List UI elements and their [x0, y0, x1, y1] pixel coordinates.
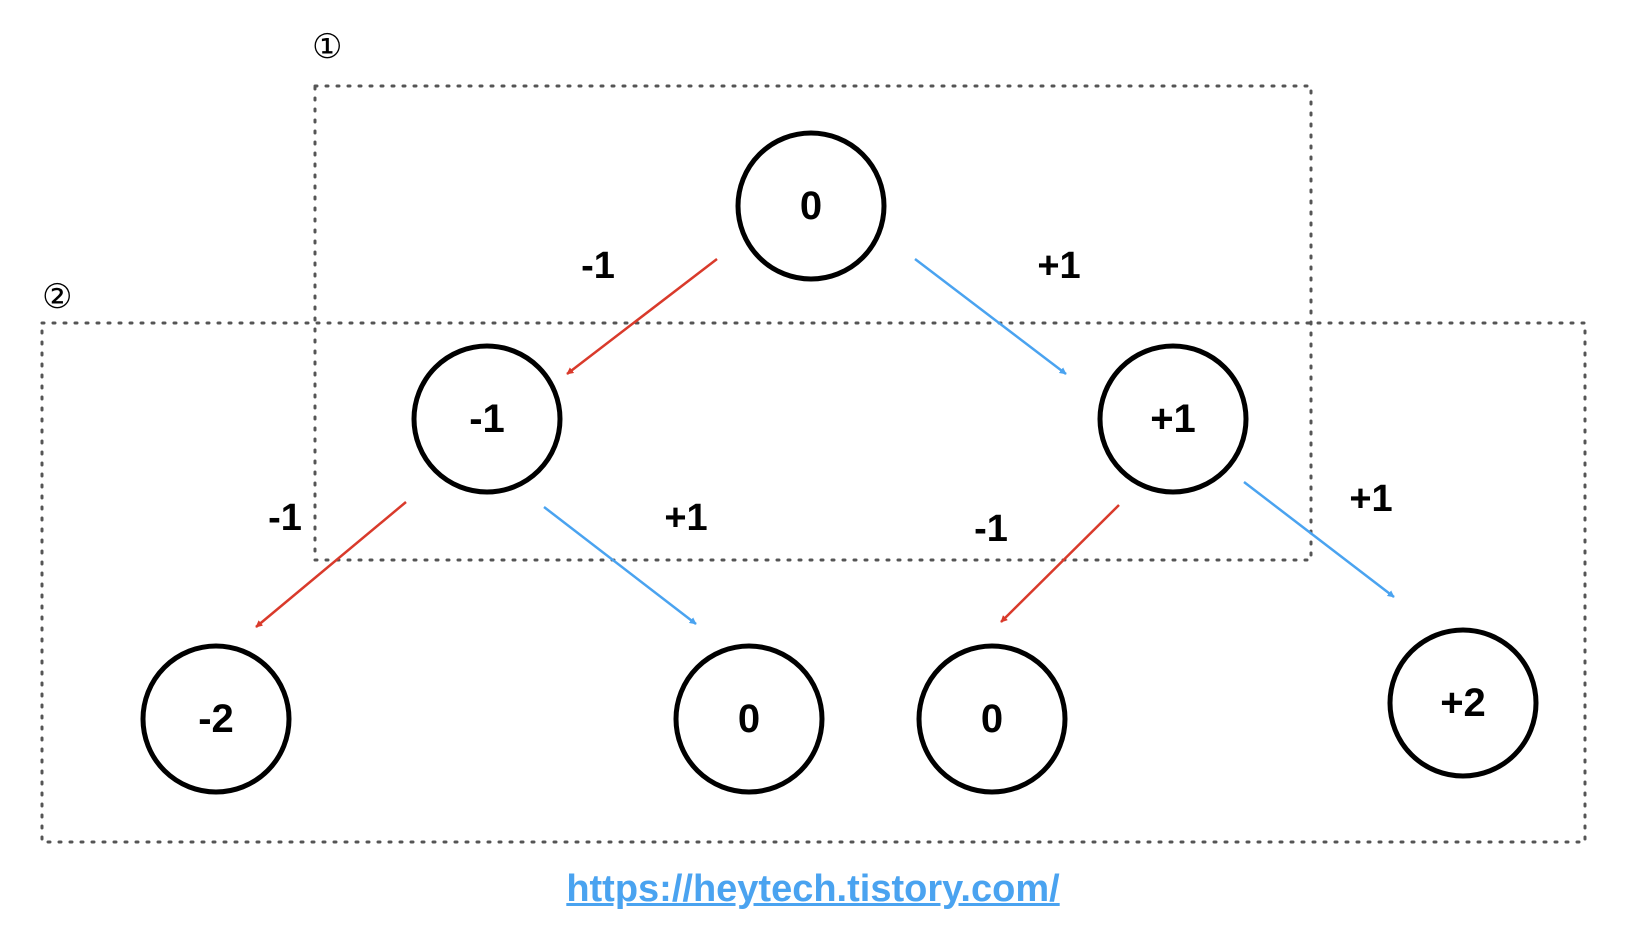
- tree-node-right-right: +2: [1387, 627, 1539, 779]
- edge-root-to-left: [566, 258, 718, 375]
- node-circle: [916, 643, 1068, 795]
- node-value: -1: [469, 397, 505, 441]
- node-circle: [1097, 343, 1249, 495]
- edge-label: +1: [664, 497, 707, 539]
- node-value: +1: [1150, 397, 1196, 441]
- tree-node-left-right: 0: [673, 643, 825, 795]
- edge-label: -1: [974, 508, 1008, 550]
- node-circle: [735, 130, 887, 282]
- node-circle: [411, 343, 563, 495]
- node-value: 0: [981, 697, 1003, 741]
- node-value: 0: [738, 697, 760, 741]
- group-label-2: ②: [42, 277, 72, 317]
- tree-node-right: +1: [1097, 343, 1249, 495]
- tree-node-left: -1: [411, 343, 563, 495]
- edge-left-to-leftright: [543, 506, 697, 625]
- edge-label: +1: [1037, 245, 1080, 287]
- tree-node-left-left: -2: [140, 643, 292, 795]
- group-label-1: ①: [312, 27, 342, 67]
- edge-label: -1: [268, 497, 302, 539]
- node-circle: [673, 643, 825, 795]
- edge-left-to-leftleft: [255, 501, 407, 628]
- edge-label: -1: [581, 245, 615, 287]
- edge-right-to-rightleft: [1000, 504, 1120, 623]
- footer-link[interactable]: https://heytech.tistory.com/: [566, 868, 1060, 910]
- node-circle: [1387, 627, 1539, 779]
- edge-label: +1: [1349, 478, 1392, 520]
- node-value: +2: [1440, 681, 1486, 725]
- tree-node-right-left: 0: [916, 643, 1068, 795]
- edge-root-to-right: [914, 258, 1067, 375]
- group-box-2: [40, 321, 1587, 844]
- tree-node-root: 0: [735, 130, 887, 282]
- node-value: -2: [198, 697, 234, 741]
- node-circle: [140, 643, 292, 795]
- edge-right-to-rightright: [1243, 481, 1395, 598]
- group-box-1: [313, 84, 1313, 562]
- node-value: 0: [800, 184, 822, 228]
